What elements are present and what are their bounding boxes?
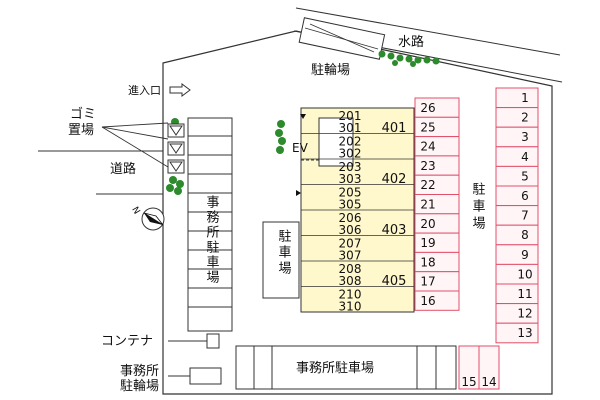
parking-space-number: 25 — [420, 120, 435, 134]
parking-space — [478, 345, 500, 390]
office-bike-label-line2: 駐輪場 — [120, 378, 159, 394]
parking-space — [495, 146, 539, 167]
office-parking-bottom-label: 事務所駐車場 — [296, 361, 374, 376]
garbage-leader-lines — [101, 122, 169, 168]
trees-top — [378, 50, 440, 67]
office-bike-label-line1: 事務所 — [120, 364, 159, 379]
bicycle-parking-label: 駐輪場 — [311, 62, 350, 78]
bicycle-parking-top — [298, 17, 386, 60]
unit-number-upper: 210 — [339, 288, 362, 302]
parking-space-number: 1 — [521, 91, 529, 105]
office-parking-bottom — [235, 345, 457, 390]
container-label: コンテナ — [101, 334, 153, 349]
parking-space — [495, 205, 539, 226]
unit-number-upper: 206 — [339, 211, 362, 225]
parking-space-number: 26 — [420, 101, 435, 115]
parking-right-label: 駐車場 — [470, 182, 486, 233]
parking-box-vertical-label: 駐車場 — [276, 229, 292, 277]
office-parking-vertical — [187, 117, 233, 332]
unit-number-lower: 308 — [339, 274, 362, 288]
parking-space — [495, 165, 539, 187]
parking-space-number: 17 — [420, 275, 435, 289]
unit-number-upper: 207 — [339, 237, 362, 251]
ev-shaft — [318, 117, 354, 167]
parking-space — [414, 290, 460, 311]
unit-number-upper: 202 — [339, 135, 362, 149]
garbage-label-line2: 置場 — [68, 123, 94, 138]
unit-number-upper: 205 — [339, 186, 362, 200]
north-compass-icon — [141, 207, 165, 231]
unit-number-lower: 303 — [339, 172, 362, 186]
north-label: N — [129, 205, 141, 216]
parking-space-number: 16 — [420, 294, 435, 308]
parking-space-number: 24 — [420, 140, 435, 154]
parking-space-number: 3 — [521, 130, 529, 144]
unit-number-upper: 208 — [339, 262, 362, 276]
office-parking-vertical-label: 事務所駐車場 — [204, 195, 220, 285]
parking-space-number: 2 — [521, 111, 529, 125]
parking-space-number: 15 — [461, 375, 476, 389]
parking-space — [495, 322, 539, 344]
parking-space-number: 14 — [481, 375, 496, 389]
parking-space — [495, 87, 539, 109]
unit-number-lower: 301 — [339, 121, 362, 135]
unit-number-upper: 203 — [339, 160, 362, 174]
parking-space-number: 5 — [521, 169, 529, 183]
unit-number-pair: 401 — [382, 121, 407, 136]
parking-space-number: 8 — [521, 228, 529, 242]
parking-space-number: 20 — [420, 217, 435, 231]
parking-space — [495, 224, 539, 246]
parking-box-vertical — [262, 221, 300, 299]
parking-space-number: 18 — [420, 255, 435, 269]
parking-space-number: 23 — [420, 159, 435, 173]
parking-space-number: 10 — [517, 267, 532, 281]
unit-number-upper: 201 — [339, 109, 362, 123]
entrance-arrow-icon — [169, 83, 191, 97]
garbage-label-line1: ゴミ — [70, 106, 96, 122]
parking-space — [495, 107, 539, 128]
stair-marker-icon-mid — [296, 190, 301, 196]
stair-marker-icon-top — [300, 114, 306, 119]
parking-space-number: 12 — [517, 307, 532, 321]
ev-label: EV — [292, 141, 309, 155]
parking-space-number: 13 — [517, 326, 532, 340]
unit-number-lower: 302 — [339, 147, 362, 161]
parking-space-number: 4 — [521, 150, 529, 164]
waterway-edge-upper — [295, 7, 561, 56]
parking-space-number: 22 — [420, 178, 435, 192]
site-boundary — [162, 30, 553, 395]
parking-space — [495, 185, 539, 207]
road-label: 道路 — [110, 161, 136, 177]
parking-space-number: 6 — [521, 189, 529, 203]
parking-space — [495, 244, 539, 265]
parking-space-number: 9 — [521, 248, 529, 262]
parking-space — [495, 126, 539, 148]
parking-space-number: 7 — [521, 209, 529, 223]
parking-space-number: 11 — [517, 287, 532, 301]
parking-middle-column: 26 25 24 23 22 21 20 19 18 17 16 — [414, 97, 460, 311]
waterway-label: 水路 — [398, 34, 424, 50]
unit-number-lower: 305 — [339, 198, 362, 212]
parking-space-number: 21 — [420, 198, 435, 212]
container-box — [206, 333, 220, 349]
unit-number-pair: 402 — [382, 172, 407, 187]
entrance-label: 進入口 — [128, 84, 161, 97]
unit-number-lower: 307 — [339, 249, 362, 263]
unit-number-pair: 405 — [382, 274, 407, 289]
unit-number-lower: 310 — [339, 300, 362, 314]
unit-number-pair: 403 — [382, 223, 407, 238]
unit-number-lower: 306 — [339, 223, 362, 237]
parking-space-number: 19 — [420, 236, 435, 250]
trees-building — [275, 120, 286, 154]
office-bike-box — [189, 367, 222, 385]
trees-garbage-bottom — [166, 176, 184, 195]
garbage-boxes — [167, 123, 185, 174]
